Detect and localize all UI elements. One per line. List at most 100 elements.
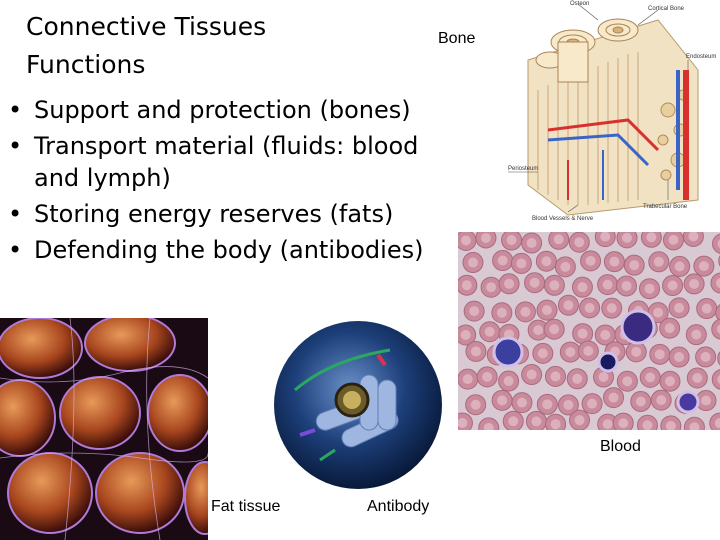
red-blood-cell	[660, 415, 682, 430]
caption-bone: Bone	[438, 30, 476, 47]
red-blood-cell	[511, 392, 533, 414]
red-blood-cell	[712, 233, 720, 254]
red-blood-cell	[683, 273, 705, 295]
red-blood-cell	[648, 251, 670, 273]
red-blood-cell	[711, 318, 720, 340]
red-blood-cell	[623, 254, 645, 276]
red-blood-cell	[465, 340, 487, 362]
red-blood-cell	[597, 274, 619, 296]
red-blood-cell	[659, 370, 681, 392]
red-blood-cell	[463, 300, 485, 322]
red-blood-cell	[640, 232, 662, 248]
red-blood-cell	[601, 297, 623, 319]
white-blood-cell	[492, 336, 524, 368]
bullet-transport-cont: and lymph)	[34, 164, 171, 192]
red-blood-cell	[524, 272, 546, 294]
red-blood-cell	[668, 346, 690, 368]
caption-blood: Blood	[600, 438, 641, 455]
title-line-2: Functions	[26, 50, 146, 79]
red-blood-cell	[458, 412, 473, 430]
red-blood-cell	[717, 351, 720, 366]
red-blood-cell	[566, 368, 588, 390]
red-blood-cell	[616, 232, 638, 249]
red-blood-cell	[544, 365, 566, 387]
bullet-transport: Transport material (fluids: blood	[4, 130, 423, 162]
red-blood-cell	[682, 232, 704, 247]
bone-diagram-image: Osteon Cortical Bone Endosteum Periosteu…	[508, 0, 720, 228]
red-blood-cell	[569, 409, 591, 430]
red-blood-cell	[669, 255, 691, 277]
red-blood-cell	[616, 370, 638, 392]
red-blood-cell	[536, 299, 558, 321]
red-blood-cell	[710, 272, 720, 294]
red-blood-cell	[639, 278, 661, 300]
red-blood-cell	[548, 232, 570, 250]
red-blood-cell	[711, 369, 720, 390]
red-blood-cell	[603, 387, 625, 409]
caption-fat-tissue: Fat tissue	[211, 498, 281, 515]
label-endosteum: Endosteum	[686, 54, 716, 60]
red-blood-cell	[480, 276, 502, 298]
red-blood-cell	[510, 252, 532, 274]
red-blood-cell	[491, 302, 513, 324]
red-blood-cell	[579, 297, 601, 319]
antibody-image	[260, 320, 456, 490]
red-blood-cell	[715, 304, 720, 322]
red-blood-cell	[554, 256, 576, 278]
red-blood-cell	[581, 393, 603, 415]
red-blood-cell	[465, 394, 487, 416]
red-blood-cell	[662, 275, 684, 297]
red-blood-cell	[650, 389, 672, 411]
slide-title: Connective Tissues Functions	[26, 8, 266, 84]
white-blood-cell	[597, 351, 619, 373]
white-blood-cell	[620, 309, 656, 345]
bullet-list: Support and protection (bones) Transport…	[4, 94, 423, 270]
red-blood-cell	[479, 321, 501, 343]
red-blood-cell	[639, 366, 661, 388]
red-blood-cell	[543, 274, 565, 296]
red-blood-cell	[647, 302, 669, 324]
label-vessels: Blood Vessels & Nerve	[532, 216, 594, 222]
red-blood-cell	[603, 251, 625, 273]
red-blood-cell	[709, 412, 720, 430]
title-line-1: Connective Tissues	[26, 12, 267, 41]
label-trabecular: Trabecular Bone	[643, 204, 688, 210]
red-blood-cell	[491, 389, 513, 411]
red-blood-cell	[557, 294, 579, 316]
red-blood-cell	[636, 414, 658, 430]
red-blood-cell	[625, 341, 647, 363]
red-blood-cell	[492, 250, 514, 272]
bullet-support: Support and protection (bones)	[4, 94, 423, 126]
red-blood-cell	[502, 410, 524, 430]
red-blood-cell	[630, 390, 652, 412]
red-blood-cell	[572, 323, 594, 345]
red-blood-cell	[594, 232, 616, 248]
red-blood-cell	[498, 370, 520, 392]
red-blood-cell	[501, 232, 523, 251]
red-blood-cell	[521, 232, 543, 254]
red-blood-cell	[612, 412, 634, 430]
red-blood-cell	[476, 366, 498, 388]
red-blood-cell	[659, 317, 681, 339]
red-blood-cell	[649, 343, 671, 365]
red-blood-cell	[536, 393, 558, 415]
red-blood-cell	[662, 232, 684, 251]
red-blood-cell	[478, 417, 500, 430]
red-blood-cell	[545, 413, 567, 430]
red-blood-cell	[577, 340, 599, 362]
red-blood-cell	[686, 367, 708, 389]
bullet-defending: Defending the body (antibodies)	[4, 234, 423, 266]
red-blood-cell	[475, 232, 497, 249]
red-blood-cell	[696, 298, 718, 320]
caption-antibody: Antibody	[367, 498, 430, 515]
red-blood-cell	[521, 364, 543, 386]
red-blood-cell	[535, 250, 557, 272]
red-blood-cell	[458, 232, 477, 251]
red-blood-cell	[458, 368, 479, 390]
red-blood-cell	[695, 346, 717, 368]
white-blood-cell	[676, 390, 700, 414]
label-osteon: Osteon	[570, 1, 589, 7]
red-blood-cell	[458, 324, 477, 346]
fat-tissue-image	[0, 318, 208, 540]
red-blood-cell	[525, 410, 547, 430]
